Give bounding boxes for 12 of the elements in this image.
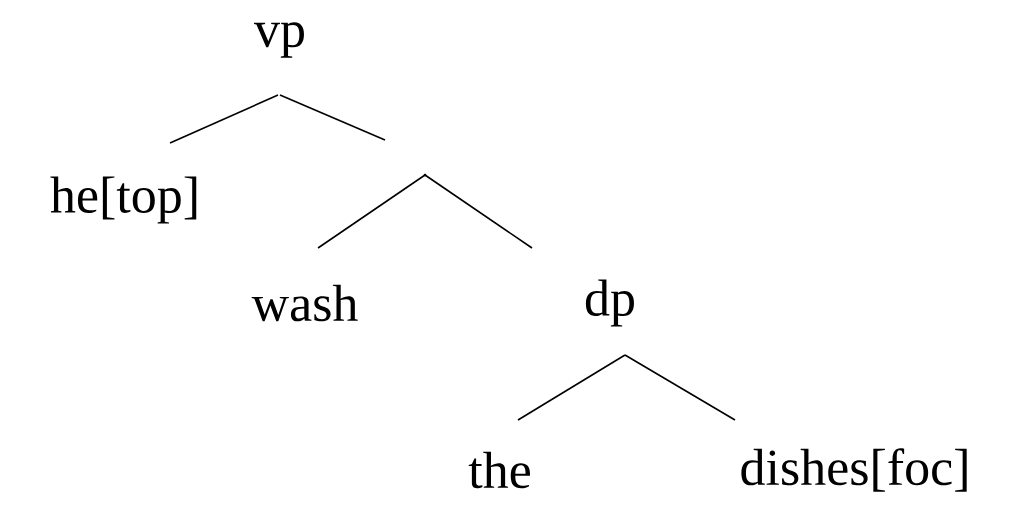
tree-label: he[top] — [50, 176, 197, 224]
tree-label: dp — [585, 279, 634, 327]
tree-label: wash — [251, 284, 358, 322]
branch-line — [169, 94, 279, 144]
branch-line — [317, 174, 426, 249]
tree-label: vp — [254, 22, 304, 58]
tree-label: the — [468, 451, 530, 489]
branch-line — [517, 354, 626, 421]
tree-label: dishes[foc] — [741, 448, 967, 492]
branch-line — [624, 354, 736, 421]
branch-line — [279, 94, 386, 141]
branch-line — [424, 174, 533, 249]
